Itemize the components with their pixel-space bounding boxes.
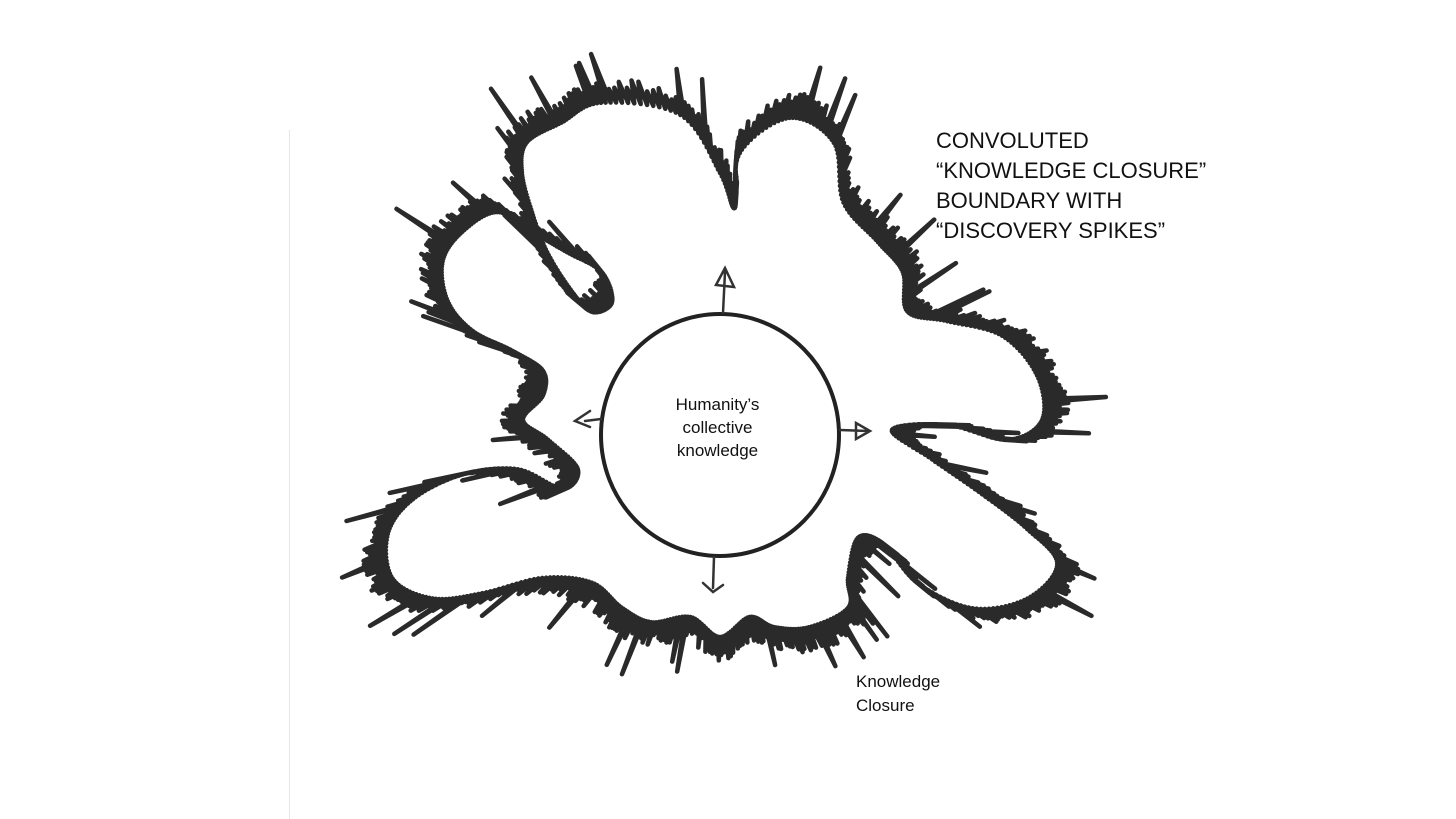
knowledge-circle: [599, 312, 841, 558]
closure-label-line: Knowledge: [856, 672, 941, 691]
title-line: CONVOLUTED: [936, 128, 1089, 153]
knowledge-closure-boundary: [339, 51, 1109, 677]
center-label-line: Humanity’s: [675, 395, 760, 414]
arrow-down: [701, 555, 725, 594]
center-label-line: collective: [682, 418, 753, 437]
arrow-left: [572, 409, 603, 429]
page-edge-line: [289, 130, 290, 819]
center-label: Humanity’s collective knowledge: [640, 393, 795, 462]
center-label-line: knowledge: [676, 441, 759, 460]
title-line: “KNOWLEDGE CLOSURE”: [936, 158, 1207, 183]
arrow-up: [714, 265, 737, 315]
title-line: BOUNDARY WITH: [936, 188, 1123, 213]
closure-label-line: Closure: [856, 696, 915, 715]
title-line: “DISCOVERY SPIKES”: [936, 218, 1166, 243]
diagram-title: CONVOLUTED “KNOWLEDGE CLOSURE” BOUNDARY …: [936, 126, 1206, 246]
knowledge-closure-label: Knowledge Closure: [856, 670, 940, 718]
arrow-right: [838, 420, 873, 442]
